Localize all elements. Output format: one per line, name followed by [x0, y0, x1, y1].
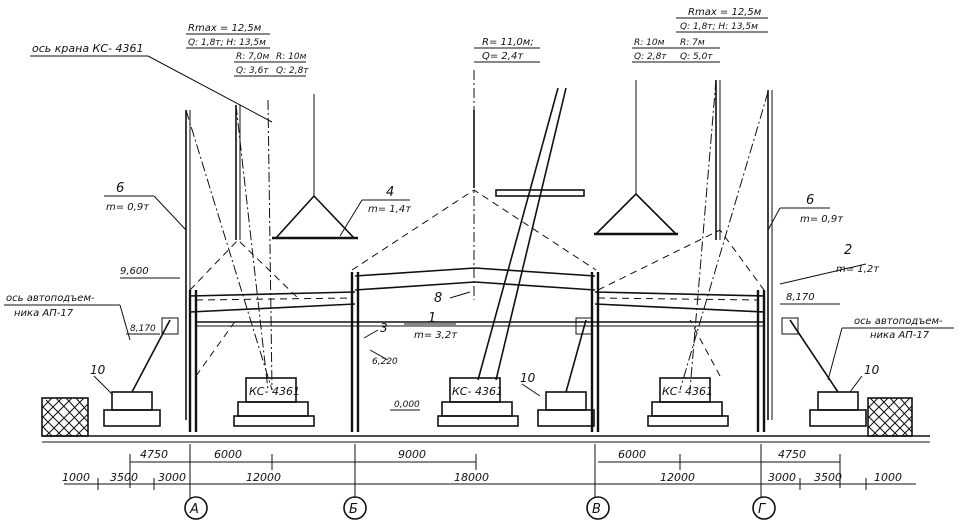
right-hatched-block [867, 397, 913, 437]
axis-label-b: Б [349, 502, 358, 517]
mass-6-right: m= 0,9т [800, 214, 844, 225]
callouts: 6 m= 0,9т 4 m= 1,4т 6 m= 0,9т 2 m= 1,2т … [4, 181, 954, 411]
crane-axis-label: ось крана КС- 4361 [32, 42, 144, 55]
left-q1: Q: 3,6т [236, 66, 269, 76]
dim-4750-left: 4750 [140, 448, 168, 461]
dim-12000-left: 12000 [246, 471, 281, 484]
crane-mid-label: КС- 4361 [452, 385, 503, 398]
elev-8170-left: 8,170 [130, 324, 156, 334]
axis-label-v: В [592, 502, 601, 517]
axis-marker-v [586, 496, 610, 520]
right-q2: Q: 5,0т [680, 52, 713, 62]
top-annotations: Rmax = 12,5м Q: 1,8т; H: 13,5м R: 7,0м Q… [30, 7, 768, 123]
dim-3000: 3000 [158, 471, 186, 484]
dim-3500-right: 3500 [814, 471, 842, 484]
callout-4: 4 [386, 185, 394, 200]
lift-right [781, 317, 867, 427]
crane-right: КС- 4361 [647, 377, 729, 427]
elev-9600: 9,600 [120, 266, 149, 277]
dim-4750-right: 4750 [778, 448, 806, 461]
callout-10-left: 10 [90, 363, 106, 377]
right-r2: R: 7м [680, 38, 705, 48]
axis-marker-g [752, 496, 776, 520]
dim-18000: 18000 [454, 471, 489, 484]
callout-8: 8 [434, 291, 442, 306]
crane-right-label: КС- 4361 [662, 385, 713, 398]
left-rmax: Rmax = 12,5м [188, 23, 262, 34]
callout-6-left: 6 [116, 181, 124, 196]
lift-mid [537, 317, 595, 427]
left-qh: Q: 1,8т; H: 13,5м [188, 38, 266, 48]
dim-12000-right: 12000 [660, 471, 695, 484]
dimension-lines [64, 444, 916, 498]
right-q1: Q: 2,8т [634, 52, 667, 62]
lift-left [103, 317, 179, 427]
crane-left-label: КС- 4361 [249, 385, 300, 398]
left-r1: R: 7,0м [236, 52, 269, 62]
left-hatched-block [41, 397, 89, 437]
callout-1: 1 [428, 311, 436, 326]
dim-3000-right: 3000 [768, 471, 796, 484]
elev-6220: 6,220 [372, 357, 398, 367]
callout-2: 2 [844, 243, 852, 258]
left-q2: Q: 2,8т [276, 66, 309, 76]
axis-label-a: А [189, 502, 199, 517]
callout-10-mid: 10 [520, 371, 536, 385]
mass-6-left: m= 0,9т [106, 202, 150, 213]
callout-10-right: 10 [864, 363, 880, 377]
callout-6-right: 6 [806, 193, 814, 208]
axis-marker-b [343, 496, 367, 520]
right-qh: Q: 1,8т; H: 13,5м [680, 22, 758, 32]
elev-8170-right: 8,170 [786, 292, 815, 303]
mass-1: m= 3,2т [414, 330, 458, 341]
load-slings [272, 80, 678, 240]
left-r2: R: 10м [276, 52, 307, 62]
dim-1000-right: 1000 [874, 471, 902, 484]
dim-6000-right: 6000 [618, 448, 646, 461]
callout-3: 3 [380, 321, 388, 335]
crane-left: КС- 4361 [233, 377, 315, 427]
crane-booms [185, 70, 773, 420]
dim-3500-left: 3500 [110, 471, 138, 484]
lift-axis-left-2: ника АП-17 [14, 308, 74, 319]
lift-axis-right-2: ника АП-17 [870, 330, 930, 341]
center-r: R= 11,0м; [482, 37, 534, 48]
zero-elev: 0,000 [394, 400, 420, 410]
dim-1000-left: 1000 [62, 471, 90, 484]
right-r1: R: 10м [634, 38, 665, 48]
axis-markers: А Б В Г [184, 496, 776, 520]
ground [42, 435, 930, 443]
mass-2: m= 1,2т [836, 264, 880, 275]
dimension-texts: 4750 6000 9000 6000 4750 1000 3500 3000 … [62, 448, 902, 484]
lift-axis-left-1: ось автоподъем- [6, 293, 95, 304]
center-q: Q= 2,4т [482, 51, 524, 62]
building-frame [188, 267, 766, 432]
axis-marker-a [184, 496, 208, 520]
right-rmax: Rmax = 12,5м [688, 7, 762, 18]
axis-label-g: Г [758, 502, 767, 517]
crane-mid: КС- 4361 [437, 377, 519, 427]
mass-4: m= 1,4т [368, 204, 412, 215]
lift-axis-right-1: ось автоподъем- [854, 316, 943, 327]
dim-9000: 9000 [398, 448, 426, 461]
reach-envelopes [189, 189, 765, 377]
dim-6000-left: 6000 [214, 448, 242, 461]
